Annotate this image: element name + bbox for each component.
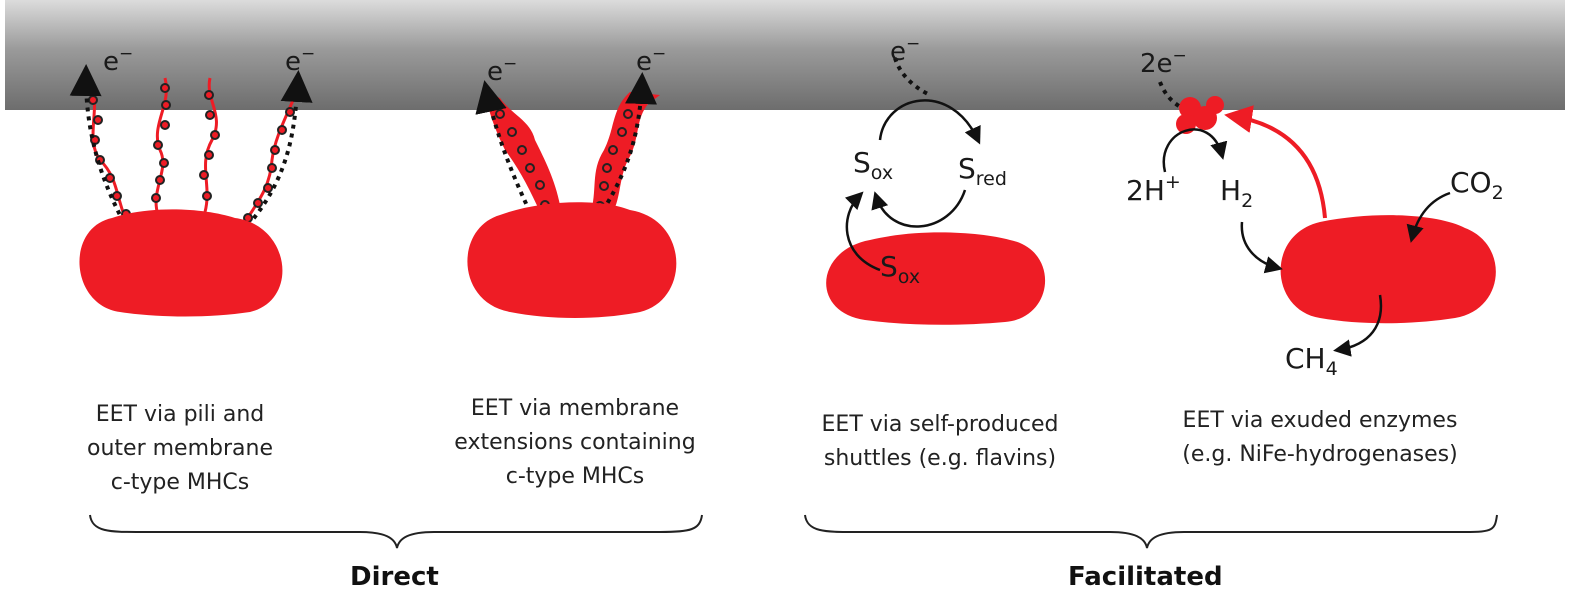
electron-label-enzyme: 2e−	[1140, 46, 1187, 79]
electron-path-shuttle	[893, 57, 931, 97]
electron-path-arrow-left-ext	[475, 80, 532, 213]
microbial-cell-pili	[79, 209, 283, 317]
ch4-label: CH4	[1285, 342, 1338, 380]
co2-label: CO2	[1450, 166, 1504, 204]
protons-label: 2H+	[1126, 171, 1181, 207]
s-ox-cell-label: Sox	[880, 250, 920, 288]
electron-label-ext-right: e−	[636, 44, 666, 77]
panel-shuttles: e− Sox Sred Sox	[826, 34, 1046, 325]
caption-enzymes: EET via exuded enzymes (e.g. NiFe-hydrog…	[1182, 408, 1458, 467]
electron-label-ext-left: e−	[487, 54, 517, 87]
brace-facilitated	[804, 514, 1498, 549]
electron-path-arrow-right-ext	[596, 72, 658, 220]
s-ox-label: Sox	[853, 146, 893, 184]
electron-path-arrow-left	[69, 64, 130, 231]
group-label-facilitated: Facilitated	[1068, 562, 1223, 592]
h2-label: H2	[1220, 174, 1253, 212]
mhc-beads-extensions	[495, 109, 633, 211]
redox-cycle-arrow-bottom	[871, 189, 967, 228]
s-red-label: Sred	[958, 152, 1007, 190]
proton-reduction-arrow	[1162, 128, 1228, 173]
caption-pili: EET via pili and outer membrane c-type M…	[87, 402, 273, 495]
electron-label-shuttle: e−	[890, 34, 920, 67]
enzyme-export-arrow	[1224, 105, 1327, 219]
caption-shuttles: EET via self-produced shuttles (e.g. fla…	[821, 412, 1059, 471]
group-label-direct: Direct	[350, 562, 439, 592]
electrode-surface	[5, 0, 1565, 110]
microbial-cell-enzymes	[1280, 215, 1496, 324]
redox-cycle-arrow-top	[878, 99, 981, 145]
panel-pili: e− e−	[69, 44, 315, 317]
ch4-release-arrow	[1333, 294, 1383, 357]
panel-membrane-extensions: e− e−	[467, 44, 677, 318]
brace-direct	[89, 514, 703, 549]
electron-path-enzyme	[1158, 81, 1184, 110]
caption-membrane-extensions: EET via membrane extensions containing c…	[454, 396, 696, 489]
electron-label-pili-left: e−	[103, 44, 133, 77]
shuttle-export-arrow	[844, 191, 881, 272]
h2-uptake-arrow	[1240, 221, 1283, 274]
microbial-cell-shuttles	[826, 232, 1046, 325]
electron-label-pili-right: e−	[285, 44, 315, 77]
microbial-cell-extensions	[467, 202, 677, 318]
co2-uptake-arrow	[1406, 191, 1451, 243]
panel-enzymes: 2e− 2H+ H2 CO2 CH4	[1126, 46, 1504, 380]
